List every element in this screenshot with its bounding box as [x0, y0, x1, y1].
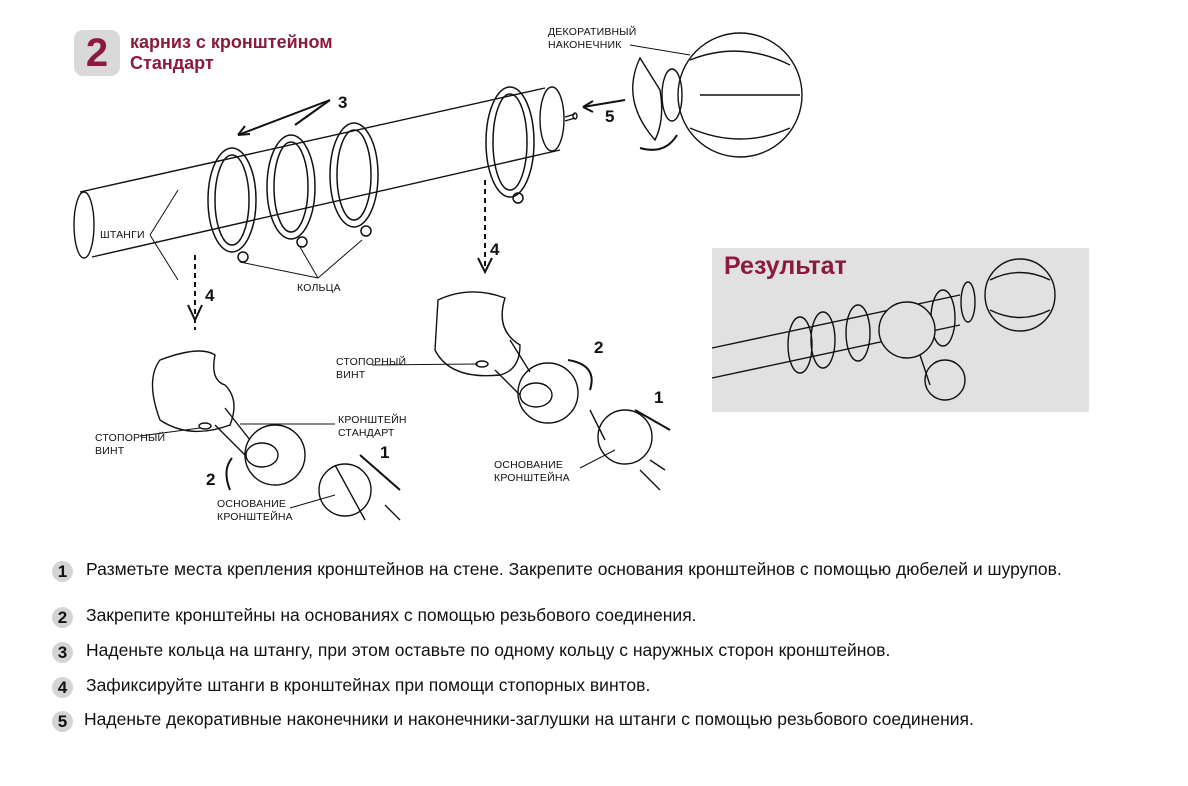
left-bracket-drawing [151, 350, 401, 521]
label-line: ОСНОВАНИЕ [217, 498, 287, 510]
result-drawing [711, 258, 1056, 401]
step-number-badge: 5 [52, 711, 73, 732]
marker-step-4-left: 4 [205, 286, 215, 305]
label-line: ДЕКОРАТИВНЫЙ [548, 26, 637, 38]
step-text: Закрепите кронштейны на основаниях с пом… [86, 605, 697, 625]
step-number-badge: 4 [52, 677, 73, 698]
step-text: Наденьте кольца на штангу, при этом оста… [86, 640, 891, 660]
instruction-step: 2 Закрепите кронштейны на основаниях с п… [52, 605, 1166, 628]
step-text: Зафиксируйте штанги в кронштейнах при по… [86, 675, 651, 695]
instruction-step: 3 Наденьте кольца на штангу, при этом ос… [52, 640, 1166, 663]
marker-step-5: 5 [605, 107, 615, 126]
result-title: Результат [724, 252, 847, 280]
rod-drawing [73, 86, 578, 259]
label-line: НАКОНЕЧНИК [548, 39, 622, 51]
label-line: СТОПОРНЫЙ [336, 356, 407, 368]
instruction-step: 5 Наденьте декоративные наконечники и на… [52, 709, 1164, 732]
marker-step-2-right: 2 [594, 338, 604, 357]
step-number-badge: 1 [52, 561, 73, 582]
label-line: КРОНШТЕЙН [338, 414, 407, 426]
instruction-step: 4 Зафиксируйте штанги в кронштейнах при … [52, 675, 1166, 698]
label-set-screw-left: СТОПОРНЫЙ ВИНТ [95, 432, 165, 458]
rings-drawing [207, 86, 535, 263]
right-bracket-drawing [434, 291, 666, 491]
label-line: КРОНШТЕЙНА [494, 472, 570, 484]
label-bracket-base-left: ОСНОВАНИЕ КРОНШТЕЙНА [217, 498, 293, 524]
marker-step-3: 3 [338, 93, 348, 112]
section-title: карниз с кронштейном Стандарт [130, 32, 333, 74]
label-rods: ШТАНГИ [100, 229, 145, 242]
label-line: КРОНШТЕЙНА [217, 511, 293, 523]
label-decorative-finial: ДЕКОРАТИВНЫЙ НАКОНЕЧНИК [548, 26, 637, 52]
label-rings: КОЛЬЦА [297, 282, 341, 294]
step-text: Разметьте места крепления кронштейнов на… [86, 559, 1062, 579]
marker-step-1-left: 1 [380, 443, 390, 462]
marker-step-2-left: 2 [206, 470, 216, 489]
step-text: Наденьте декоративные наконечники и нако… [84, 709, 974, 729]
marker-step-4-right: 4 [490, 240, 500, 259]
step-number-badge: 2 [52, 607, 73, 628]
marker-step-1-right: 1 [654, 388, 664, 407]
label-bracket-standard: КРОНШТЕЙН СТАНДАРТ [338, 414, 407, 440]
label-line: ВИНТ [336, 369, 366, 381]
label-line: СТАНДАРТ [338, 427, 395, 439]
title-line-1: карниз с кронштейном [130, 32, 333, 52]
instruction-step: 1 Разметьте места крепления кронштейнов … [52, 559, 1066, 582]
leader-lines [139, 44, 691, 509]
label-bracket-base-right: ОСНОВАНИЕ КРОНШТЕЙНА [494, 459, 570, 485]
title-line-2: Стандарт [130, 53, 214, 73]
label-line: ОСНОВАНИЕ [494, 459, 564, 471]
step-number-badge: 3 [52, 642, 73, 663]
label-line: СТОПОРНЫЙ [95, 432, 166, 444]
section-number-badge: 2 [74, 30, 120, 76]
finial-drawing [632, 32, 803, 158]
arrows [187, 99, 678, 491]
label-set-screw-right: СТОПОРНЫЙ ВИНТ [336, 356, 406, 382]
label-line: ВИНТ [95, 445, 125, 457]
